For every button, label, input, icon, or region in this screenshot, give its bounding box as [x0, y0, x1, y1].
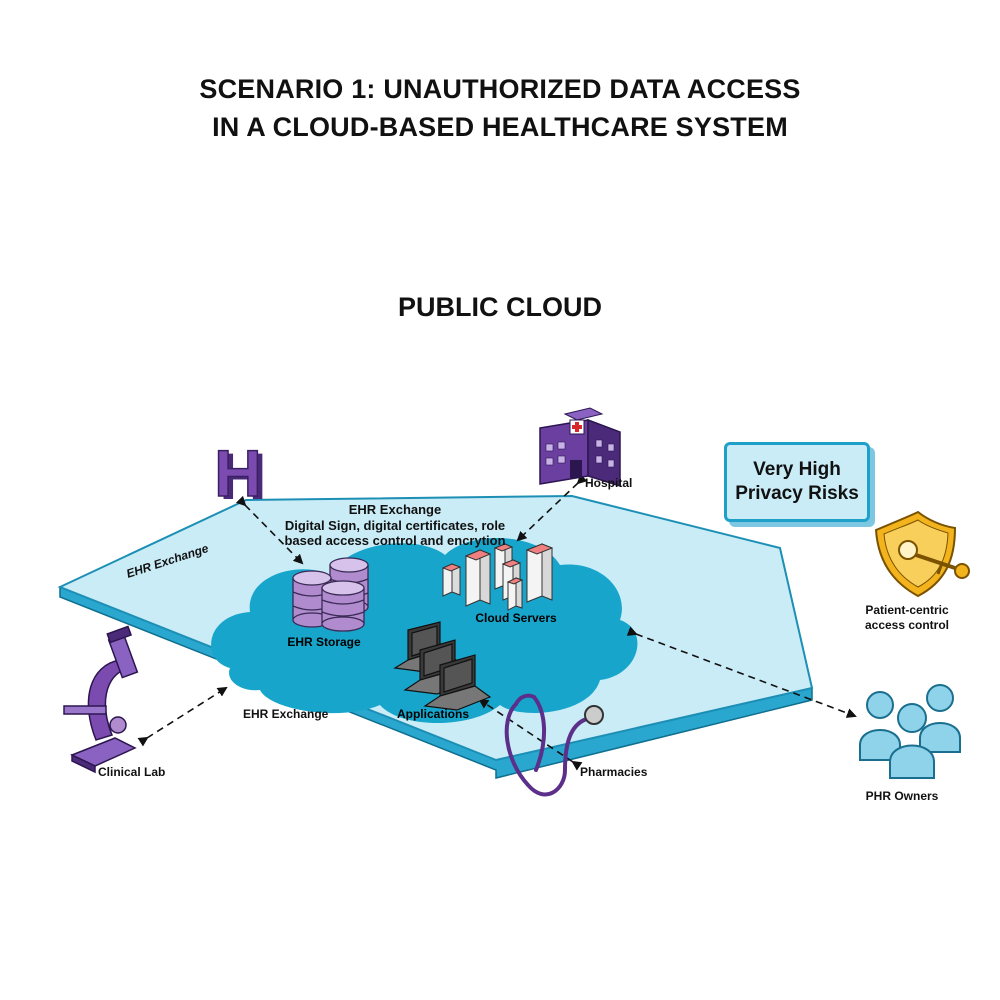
db-front: [321, 580, 365, 632]
server-tower: [506, 577, 524, 611]
arrow-hospital-to-servers: [516, 473, 588, 542]
shield-key-icon: [874, 510, 970, 598]
label-applications: Applications: [397, 707, 469, 721]
label-ehr-storage: EHR Storage: [287, 635, 361, 649]
database-icon: [292, 557, 369, 632]
arrow-lab-to-cloud: [137, 686, 228, 747]
hospital-icon: [539, 407, 621, 488]
server-tower: [441, 563, 462, 597]
label-patient-centric-1: Patient-centric: [865, 603, 949, 617]
title-line-1: SCENARIO 1: UNAUTHORIZED DATA ACCESS: [199, 74, 801, 104]
arrow-pharmacy-to-apps: [478, 698, 583, 771]
label-security-line-1: Digital Sign, digital certificates, role: [285, 518, 505, 533]
server-tower: [525, 543, 554, 603]
arrow-h-to-storage: [235, 495, 304, 565]
risk-line-2: Privacy Risks: [735, 483, 859, 504]
label-clinical-lab: Clinical Lab: [98, 765, 165, 779]
label-phr-owners: PHR Owners: [866, 789, 939, 803]
h-letter-icon: H H: [213, 435, 267, 513]
diagram-title: SCENARIO 1: UNAUTHORIZED DATA ACCESS IN …: [0, 70, 1000, 146]
label-ehr-exchange-bottom: EHR Exchange: [243, 707, 329, 721]
laptops-icon: [393, 621, 492, 711]
label-hospital: Hospital: [585, 476, 632, 490]
label-cloud-servers: Cloud Servers: [475, 611, 557, 625]
connection-arrows: [137, 473, 857, 771]
laptop: [423, 654, 492, 711]
label-patient-centric-2: access control: [865, 618, 949, 632]
stethoscope-icon: [504, 693, 604, 797]
label-pharmacies: Pharmacies: [580, 765, 648, 779]
risk-line-1: Very High: [753, 459, 841, 480]
arrow-phr-to-cloud: [626, 626, 857, 718]
cloud-servers-icon: [441, 543, 554, 611]
public-cloud-heading: PUBLIC CLOUD: [398, 292, 602, 322]
server-tower: [464, 549, 492, 607]
microscope-icon: [63, 625, 139, 774]
privacy-risk-badge: Very High Privacy Risks: [724, 442, 870, 522]
h-letter: H: [214, 436, 262, 510]
h-letter-shadow: H: [219, 439, 267, 513]
people-icon: [859, 684, 961, 779]
label-security-line-2: based access control and encrytion: [284, 533, 505, 548]
label-ehr-exchange-top: EHR Exchange: [349, 502, 441, 517]
title-line-2: IN A CLOUD-BASED HEALTHCARE SYSTEM: [212, 112, 788, 142]
